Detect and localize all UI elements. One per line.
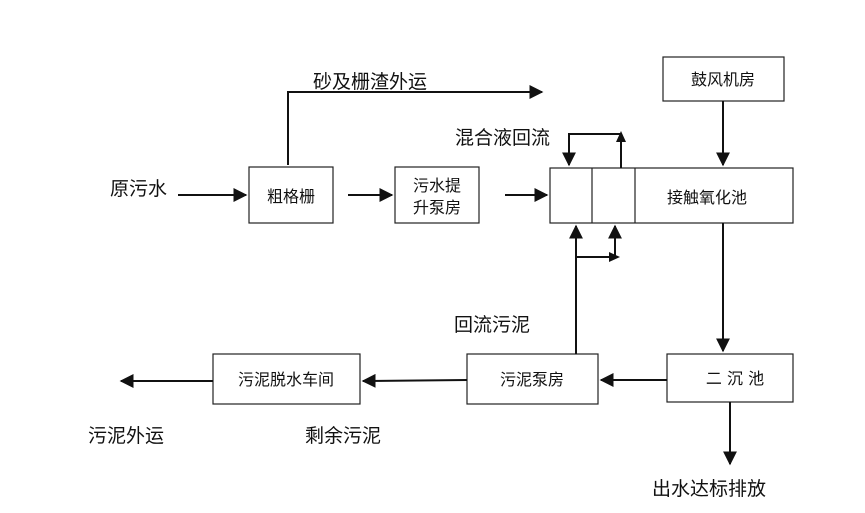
dewatering-label: 污泥脱水车间 — [238, 370, 334, 389]
sludge-export-label: 污泥外运 — [88, 425, 164, 447]
arrow-pump-to-dewatering — [361, 373, 468, 388]
lift-pump-label-1: 污水提 — [413, 176, 461, 195]
contact-oxidation-label: 接触氧化池 — [667, 188, 747, 207]
grit-removal-label: 砂及栅渣外运 — [313, 71, 427, 93]
sludge-pump-box — [466, 353, 599, 405]
mixed-liquor-return-label: 混合液回流 — [455, 127, 550, 149]
coarse-screen-box — [248, 166, 334, 224]
secondary-clarifier-label: 二 沉 池 — [706, 369, 764, 388]
lift-pump-box — [394, 166, 480, 224]
mixed-liquor-up-head — [616, 131, 626, 142]
secondary-clarifier-box — [666, 353, 794, 403]
return-sludge-label: 回流污泥 — [454, 314, 530, 336]
dewatering-box — [212, 353, 361, 405]
blower-room-label: 鼓风机房 — [691, 70, 755, 89]
mixed-liquor-loop-down — [562, 133, 621, 167]
arrow-grit-export — [287, 85, 544, 165]
effluent-label: 出水达标排放 — [652, 478, 766, 500]
blower-room-box — [662, 56, 785, 102]
excess-sludge-label: 剩余污泥 — [305, 425, 381, 447]
contact-oxidation-box — [549, 167, 794, 224]
sludge-pump-label: 污泥泵房 — [500, 370, 564, 389]
coarse-screen-label: 粗格栅 — [267, 187, 315, 206]
lift-pump-label-2: 升泵房 — [413, 198, 461, 217]
raw-sewage-label: 原污水 — [110, 178, 167, 200]
